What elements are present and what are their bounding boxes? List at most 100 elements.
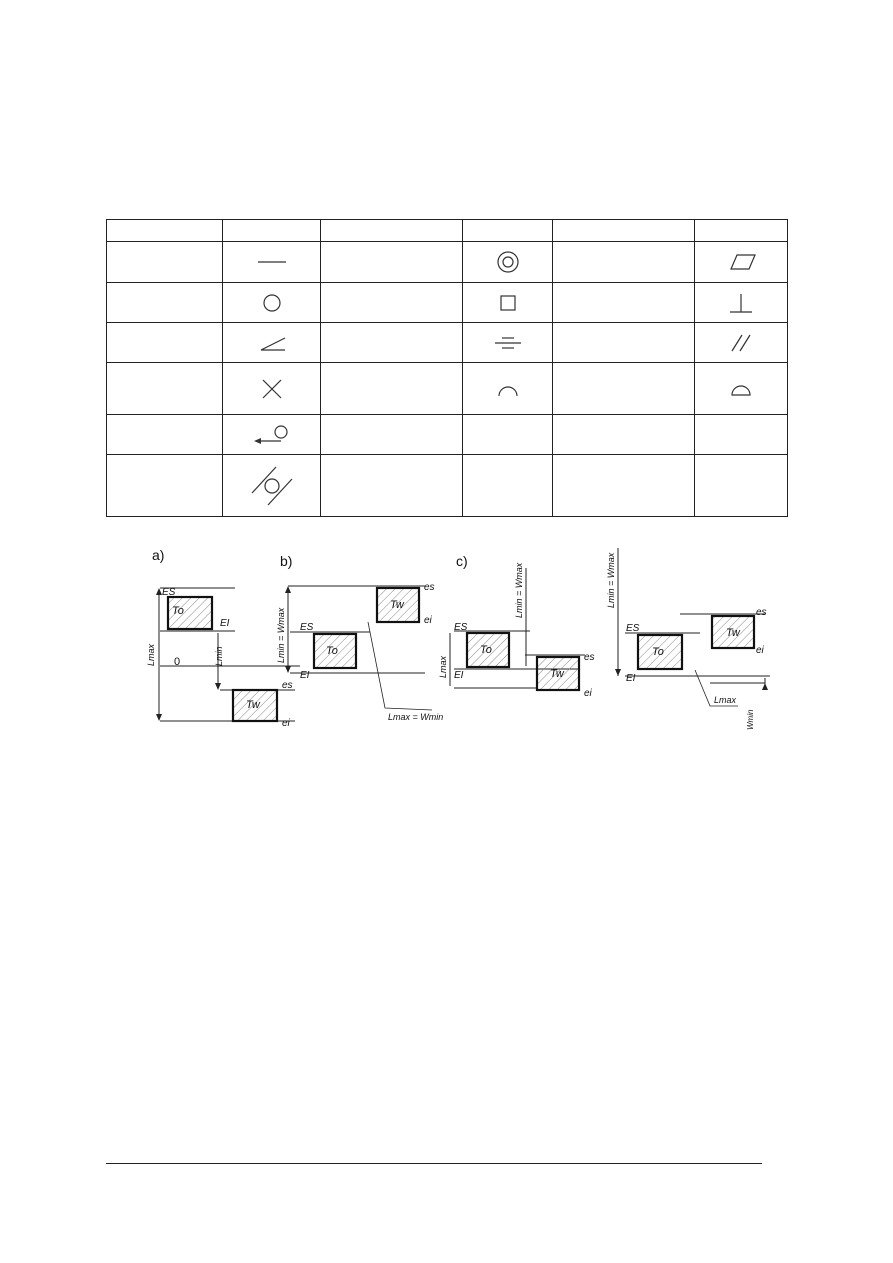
name-cell (106, 282, 223, 323)
table-row (106, 322, 788, 363)
symbol-cell (462, 362, 553, 415)
header-cell (106, 219, 223, 242)
hole-tol-label-c2: To (652, 646, 664, 658)
shaft-tol-label-c2: Tw (726, 627, 741, 639)
Lmax-Wmin-label-b: Lmax = Wmin (388, 712, 443, 722)
fit-diagrams: a) To ES EI 0 Tw es ei Lmax (146, 547, 770, 730)
hole-tolerance-zone-c2 (636, 633, 684, 671)
name-cell (106, 362, 223, 415)
EI-label-c2: EI (626, 673, 636, 684)
table-row (106, 414, 788, 455)
panel-c-label: c) (456, 553, 468, 569)
parallelism-icon (731, 334, 751, 351)
shaft-tol-label-b: Tw (390, 599, 405, 611)
table-row (106, 454, 788, 517)
angularity-icon (260, 336, 285, 351)
symmetry-icon (494, 336, 521, 349)
hole-tolerance-zone-a (166, 595, 214, 631)
ES-label-c1: ES (454, 622, 468, 633)
shaft-tolerance-zone-c2 (710, 614, 756, 650)
symbol-cell (462, 322, 553, 363)
perpendicularity-icon (730, 293, 752, 313)
footer-rule (106, 1163, 762, 1164)
header-cell (462, 219, 553, 242)
Lmin-Wmax-label-c1: Lmin = Wmax (514, 562, 524, 618)
name-cell (320, 454, 463, 517)
ei-label-c1: ei (584, 688, 593, 699)
EI-label-c1: EI (454, 670, 464, 681)
zero-line-label: 0 (174, 656, 180, 668)
symbol-cell (222, 414, 321, 455)
es-label-a: es (282, 680, 293, 691)
name-cell (106, 241, 223, 283)
panel-b-label: b) (280, 553, 292, 569)
table-row (106, 362, 788, 415)
geometric-tolerance-symbols-table (106, 219, 788, 517)
name-cell (320, 362, 463, 415)
name-cell (320, 414, 463, 455)
table-row (106, 282, 788, 323)
symbol-cell (462, 282, 553, 323)
name-cell (106, 414, 223, 455)
symbol-cell (462, 241, 553, 283)
cylindricity-icon (251, 466, 292, 505)
ES-label-a: ES (162, 587, 176, 598)
Lmin-label-a: Lmin (214, 646, 224, 666)
panel-c: c) To ES EI Tw es ei Lmin = Wmax Lmax (438, 548, 770, 730)
name-cell (552, 282, 695, 323)
panel-b: b) Tw es ei To ES EI Lmin = Wmax Lmax = … (276, 553, 443, 722)
hole-tol-label-c1: To (480, 644, 492, 656)
symbol-cell (222, 282, 321, 323)
profile-of-line-icon (497, 385, 518, 396)
blank-cell (694, 454, 788, 517)
blank-cell (552, 414, 695, 455)
name-cell (320, 322, 463, 363)
symbol-cell (694, 322, 788, 363)
name-cell (552, 322, 695, 363)
name-cell (320, 282, 463, 323)
table-header-row (106, 219, 788, 242)
ei-label-b: ei (424, 615, 433, 626)
ei-label-a: ei (282, 718, 291, 729)
Lmin-Wmax-label-b: Lmin = Wmax (276, 607, 286, 663)
hole-tol-label-b: To (326, 645, 338, 657)
header-cell (222, 219, 321, 242)
flatness-icon (730, 254, 756, 270)
Wmin-label-c2: Wmin (746, 709, 755, 730)
hole-tol-label-a: To (172, 605, 184, 617)
shaft-tol-label-a: Tw (246, 699, 261, 711)
es-label-c2: es (756, 607, 767, 618)
symbol-cell (694, 362, 788, 415)
header-cell (694, 219, 788, 242)
symbol-cell (222, 241, 321, 283)
roundness-icon (262, 293, 281, 312)
name-cell (106, 322, 223, 363)
ES-label-c2: ES (626, 623, 640, 634)
name-cell (552, 362, 695, 415)
name-cell (552, 241, 695, 283)
table-row (106, 241, 788, 283)
header-cell (552, 219, 695, 242)
symbol-cell (222, 322, 321, 363)
shaft-tolerance-zone-a (231, 688, 279, 723)
ES-label-b: ES (300, 622, 314, 633)
shaft-tolerance-zone-b (375, 586, 421, 624)
shaft-tol-label-c1: Tw (550, 668, 565, 680)
symbol-cell (694, 282, 788, 323)
symbol-cell (694, 241, 788, 283)
Lmax-label-a: Lmax (146, 643, 156, 666)
Lmax-label-c1: Lmax (438, 655, 448, 678)
square-icon (499, 294, 516, 311)
hole-tolerance-zone-c1 (465, 631, 511, 669)
Lmin-Wmax-label-c2: Lmin = Wmax (606, 552, 616, 608)
fit-tolerance-figure: a) To ES EI 0 Tw es ei Lmax (140, 538, 770, 738)
intersection-icon (262, 379, 281, 398)
circular-runout-icon (253, 424, 288, 444)
EI-label-b: EI (300, 670, 310, 681)
hole-tolerance-zone-b (312, 632, 358, 670)
EI-label-a: EI (220, 618, 230, 629)
blank-cell (462, 454, 553, 517)
es-label-c1: es (584, 652, 595, 663)
straightness-icon (257, 261, 286, 263)
